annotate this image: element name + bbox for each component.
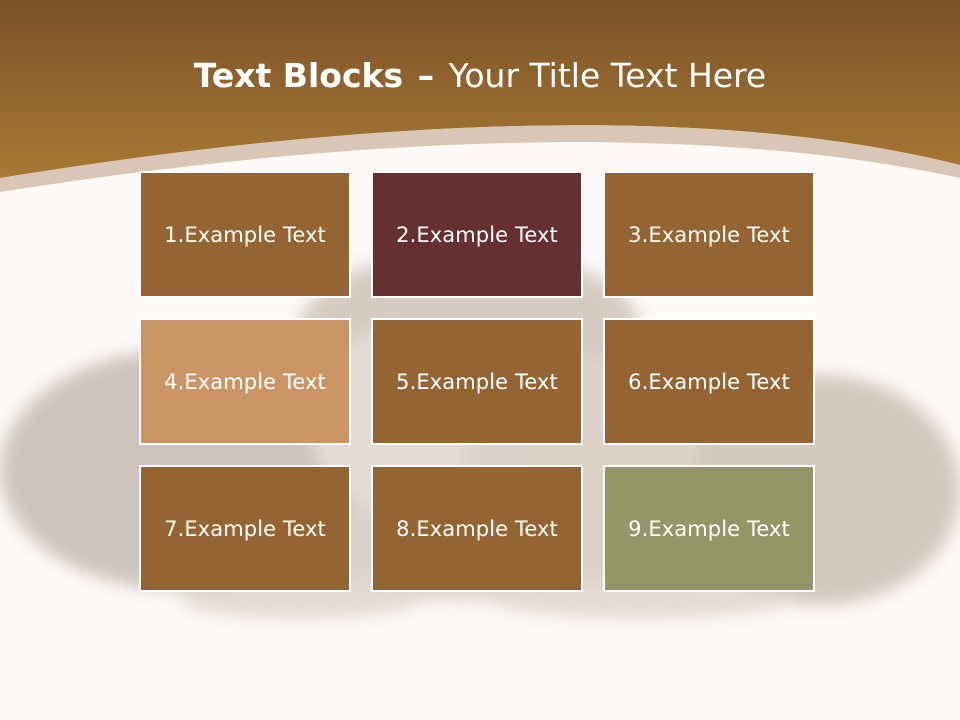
text-block-1[interactable]: 1.Example Text — [139, 171, 351, 298]
text-block-4[interactable]: 4.Example Text — [139, 318, 351, 445]
page-title: Text Blocks – Your Title Text Here — [0, 54, 960, 98]
title-separator: – — [417, 56, 435, 95]
text-block-2[interactable]: 2.Example Text — [371, 171, 583, 298]
header-swoosh — [0, 125, 960, 192]
title-bold-part: Text Blocks — [193, 56, 404, 95]
header-band — [0, 0, 960, 178]
text-block-9[interactable]: 9.Example Text — [603, 465, 815, 592]
text-block-5[interactable]: 5.Example Text — [371, 318, 583, 445]
text-block-7[interactable]: 7.Example Text — [139, 465, 351, 592]
text-block-8[interactable]: 8.Example Text — [371, 465, 583, 592]
title-regular-part: Your Title Text Here — [448, 56, 767, 95]
text-blocks-grid: 1.Example Text 2.Example Text 3.Example … — [139, 171, 815, 594]
text-block-6[interactable]: 6.Example Text — [603, 318, 815, 445]
text-block-3[interactable]: 3.Example Text — [603, 171, 815, 298]
